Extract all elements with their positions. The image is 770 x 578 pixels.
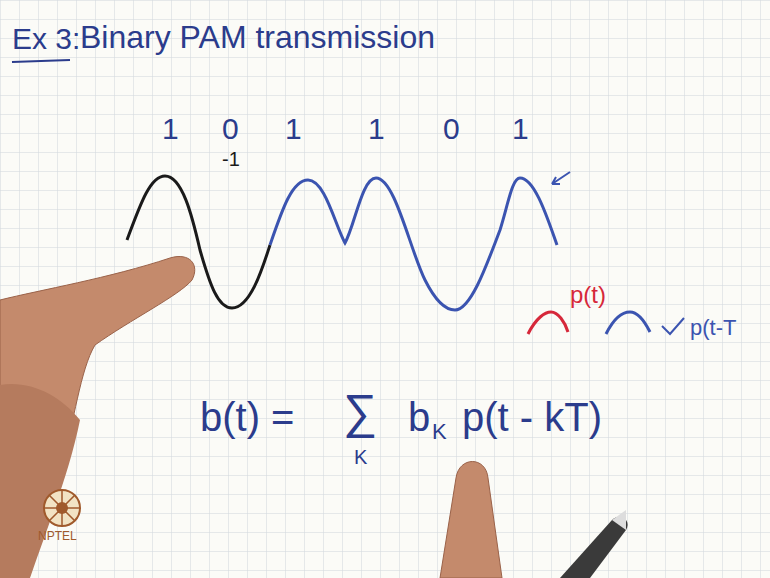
pulse-label: p(t-T [690,316,736,340]
slide-title: Binary PAM transmission [80,20,435,55]
finger [440,462,502,578]
sum-index: K [354,446,367,468]
hand [0,384,80,578]
bit-value: 0 [222,112,239,145]
equation: b(t) = [200,395,294,439]
equation: b [408,395,430,439]
hand [0,257,195,578]
sum-symbol: ∑ [343,386,377,439]
example-number: Ex 3: [12,22,80,55]
pointer-arrow [552,172,570,184]
pulse-shape [606,312,650,334]
equation: p(t - kT) [462,395,602,439]
bit-value: 0 [443,112,460,145]
tick-mark [662,318,684,334]
bit-value: 1 [162,112,179,145]
pen [560,517,628,578]
logo-text: NPTEL [38,530,77,543]
bit-value: 1 [512,112,529,145]
symbol-value: -1 [222,148,240,170]
pen [612,510,626,530]
subscript: K [432,420,447,444]
pulse-label: p(t) [570,282,606,308]
bit-value: 1 [368,112,385,145]
pulse-waveform [270,178,557,310]
logo [44,490,80,526]
pulse-shape [528,312,568,334]
underline [12,60,70,62]
bit-value: 1 [285,112,302,145]
